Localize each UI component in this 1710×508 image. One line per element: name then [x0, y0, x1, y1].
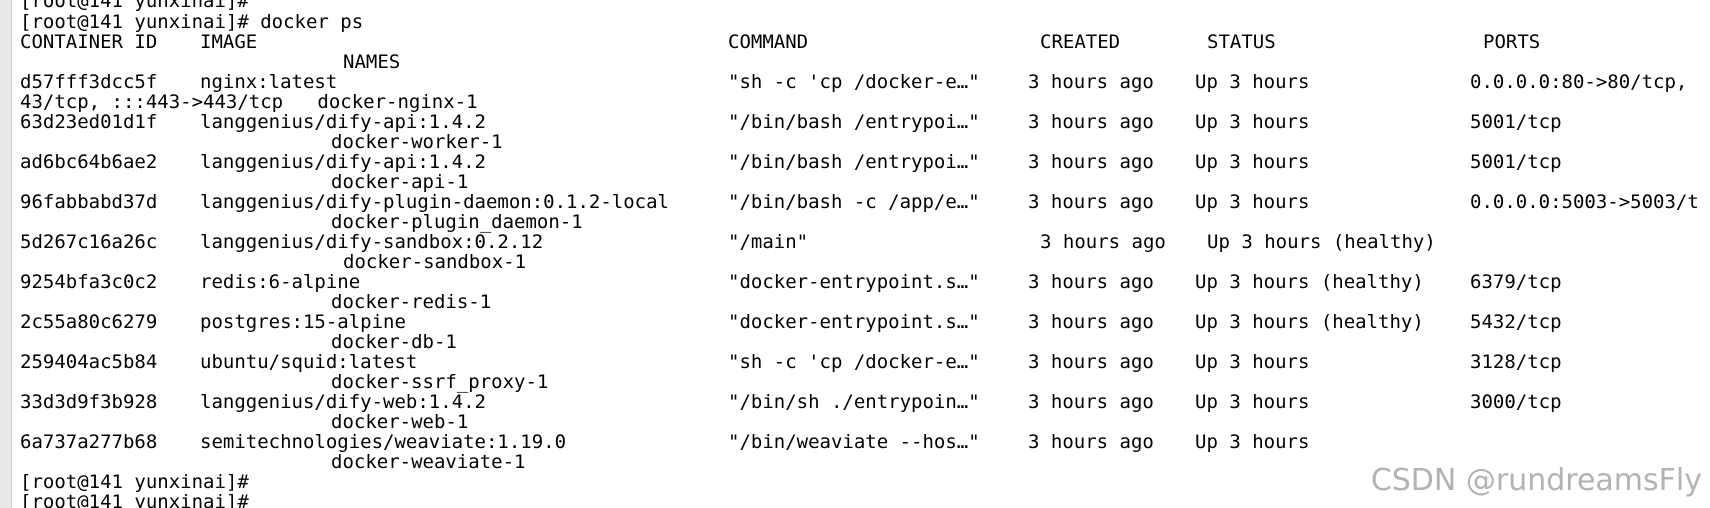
row-container-id: 33d3d9f3b928	[20, 391, 158, 413]
row-created: 3 hours ago	[1028, 391, 1154, 413]
row-command: "/main"	[728, 231, 809, 253]
row-status: Up 3 hours	[1195, 111, 1310, 133]
row-ports: 5001/tcp	[1470, 111, 1562, 133]
row-status: Up 3 hours (healthy)	[1195, 271, 1424, 293]
row-ports: 0.0.0.0:80->80/tcp,	[1470, 71, 1688, 93]
row-names: docker-db-1	[331, 331, 457, 353]
row-container-id: 9254bfa3c0c2	[20, 271, 158, 293]
row-ports: 3000/tcp	[1470, 391, 1562, 413]
row-status: Up 3 hours (healthy)	[1207, 231, 1436, 253]
row-ports: 6379/tcp	[1470, 271, 1562, 293]
prompt-line: [root@141 yunxinai]#	[20, 491, 249, 508]
command-line: [root@141 yunxinai]# docker ps	[20, 11, 364, 33]
header-command: COMMAND	[728, 31, 809, 53]
prompt-line: [root@141 yunxinai]#	[20, 0, 249, 12]
row-container-id: 259404ac5b84	[20, 351, 158, 373]
row-command: "/bin/sh ./entrypoin…"	[728, 391, 980, 413]
row-names: docker-plugin_daemon-1	[331, 211, 583, 233]
row-created: 3 hours ago	[1028, 351, 1154, 373]
row-status: Up 3 hours	[1195, 431, 1310, 453]
header-ports: PORTS	[1483, 31, 1541, 53]
row-names: 43/tcp, :::443->443/tcp docker-nginx-1	[20, 91, 478, 113]
row-created: 3 hours ago	[1028, 311, 1154, 333]
row-command: "docker-entrypoint.s…"	[728, 271, 980, 293]
prompt-line: [root@141 yunxinai]#	[20, 471, 249, 493]
header-status: STATUS	[1207, 31, 1276, 53]
row-image: langgenius/dify-api:1.4.2	[200, 111, 486, 133]
terminal-left-border	[0, 0, 12, 508]
row-container-id: 96fabbabd37d	[20, 191, 158, 213]
row-created: 3 hours ago	[1028, 151, 1154, 173]
header-image: IMAGE	[200, 31, 258, 53]
row-image: langgenius/dify-api:1.4.2	[200, 151, 486, 173]
row-container-id: 5d267c16a26c	[20, 231, 158, 253]
row-names: docker-worker-1	[331, 131, 503, 153]
row-container-id: d57fff3dcc5f	[20, 71, 158, 93]
header-container-id: CONTAINER ID	[20, 31, 158, 53]
row-image: ubuntu/squid:latest	[200, 351, 418, 373]
row-command: "sh -c 'cp /docker-e…"	[728, 351, 980, 373]
row-image: langgenius/dify-web:1.4.2	[200, 391, 486, 413]
row-image: langgenius/dify-plugin-daemon:0.1.2-loca…	[200, 191, 669, 213]
row-names: docker-api-1	[331, 171, 469, 193]
row-names: docker-sandbox-1	[343, 251, 527, 273]
row-ports: 5432/tcp	[1470, 311, 1562, 333]
header-names: NAMES	[343, 51, 401, 73]
row-created: 3 hours ago	[1028, 271, 1154, 293]
row-status: Up 3 hours	[1195, 391, 1310, 413]
row-status: Up 3 hours	[1195, 151, 1310, 173]
row-names: docker-ssrf_proxy-1	[331, 371, 549, 393]
row-image: postgres:15-alpine	[200, 311, 406, 333]
row-status: Up 3 hours	[1195, 191, 1310, 213]
row-command: "/bin/weaviate --hos…"	[728, 431, 980, 453]
row-status: Up 3 hours	[1195, 351, 1310, 373]
row-ports: 5001/tcp	[1470, 151, 1562, 173]
row-ports: 3128/tcp	[1470, 351, 1562, 373]
row-command: "docker-entrypoint.s…"	[728, 311, 980, 333]
row-container-id: 6a737a277b68	[20, 431, 158, 453]
row-container-id: ad6bc64b6ae2	[20, 151, 158, 173]
row-image: langgenius/dify-sandbox:0.2.12	[200, 231, 544, 253]
row-container-id: 63d23ed01d1f	[20, 111, 158, 133]
row-command: "/bin/bash -c /app/e…"	[728, 191, 980, 213]
row-created: 3 hours ago	[1028, 191, 1154, 213]
row-names: docker-web-1	[331, 411, 469, 433]
row-image: semitechnologies/weaviate:1.19.0	[200, 431, 567, 453]
row-ports: 0.0.0.0:5003->5003/t	[1470, 191, 1699, 213]
row-created: 3 hours ago	[1040, 231, 1166, 253]
csdn-watermark: CSDN @rundreamsFly	[1370, 463, 1702, 498]
row-names: docker-redis-1	[331, 291, 492, 313]
header-created: CREATED	[1040, 31, 1121, 53]
row-image: nginx:latest	[200, 71, 338, 93]
row-status: Up 3 hours (healthy)	[1195, 311, 1424, 333]
row-status: Up 3 hours	[1195, 71, 1310, 93]
row-image: redis:6-alpine	[200, 271, 361, 293]
row-created: 3 hours ago	[1028, 431, 1154, 453]
row-created: 3 hours ago	[1028, 71, 1154, 93]
row-command: "sh -c 'cp /docker-e…"	[728, 71, 980, 93]
row-command: "/bin/bash /entrypoi…"	[728, 151, 980, 173]
row-names: docker-weaviate-1	[331, 451, 526, 473]
row-created: 3 hours ago	[1028, 111, 1154, 133]
row-command: "/bin/bash /entrypoi…"	[728, 111, 980, 133]
row-container-id: 2c55a80c6279	[20, 311, 158, 333]
